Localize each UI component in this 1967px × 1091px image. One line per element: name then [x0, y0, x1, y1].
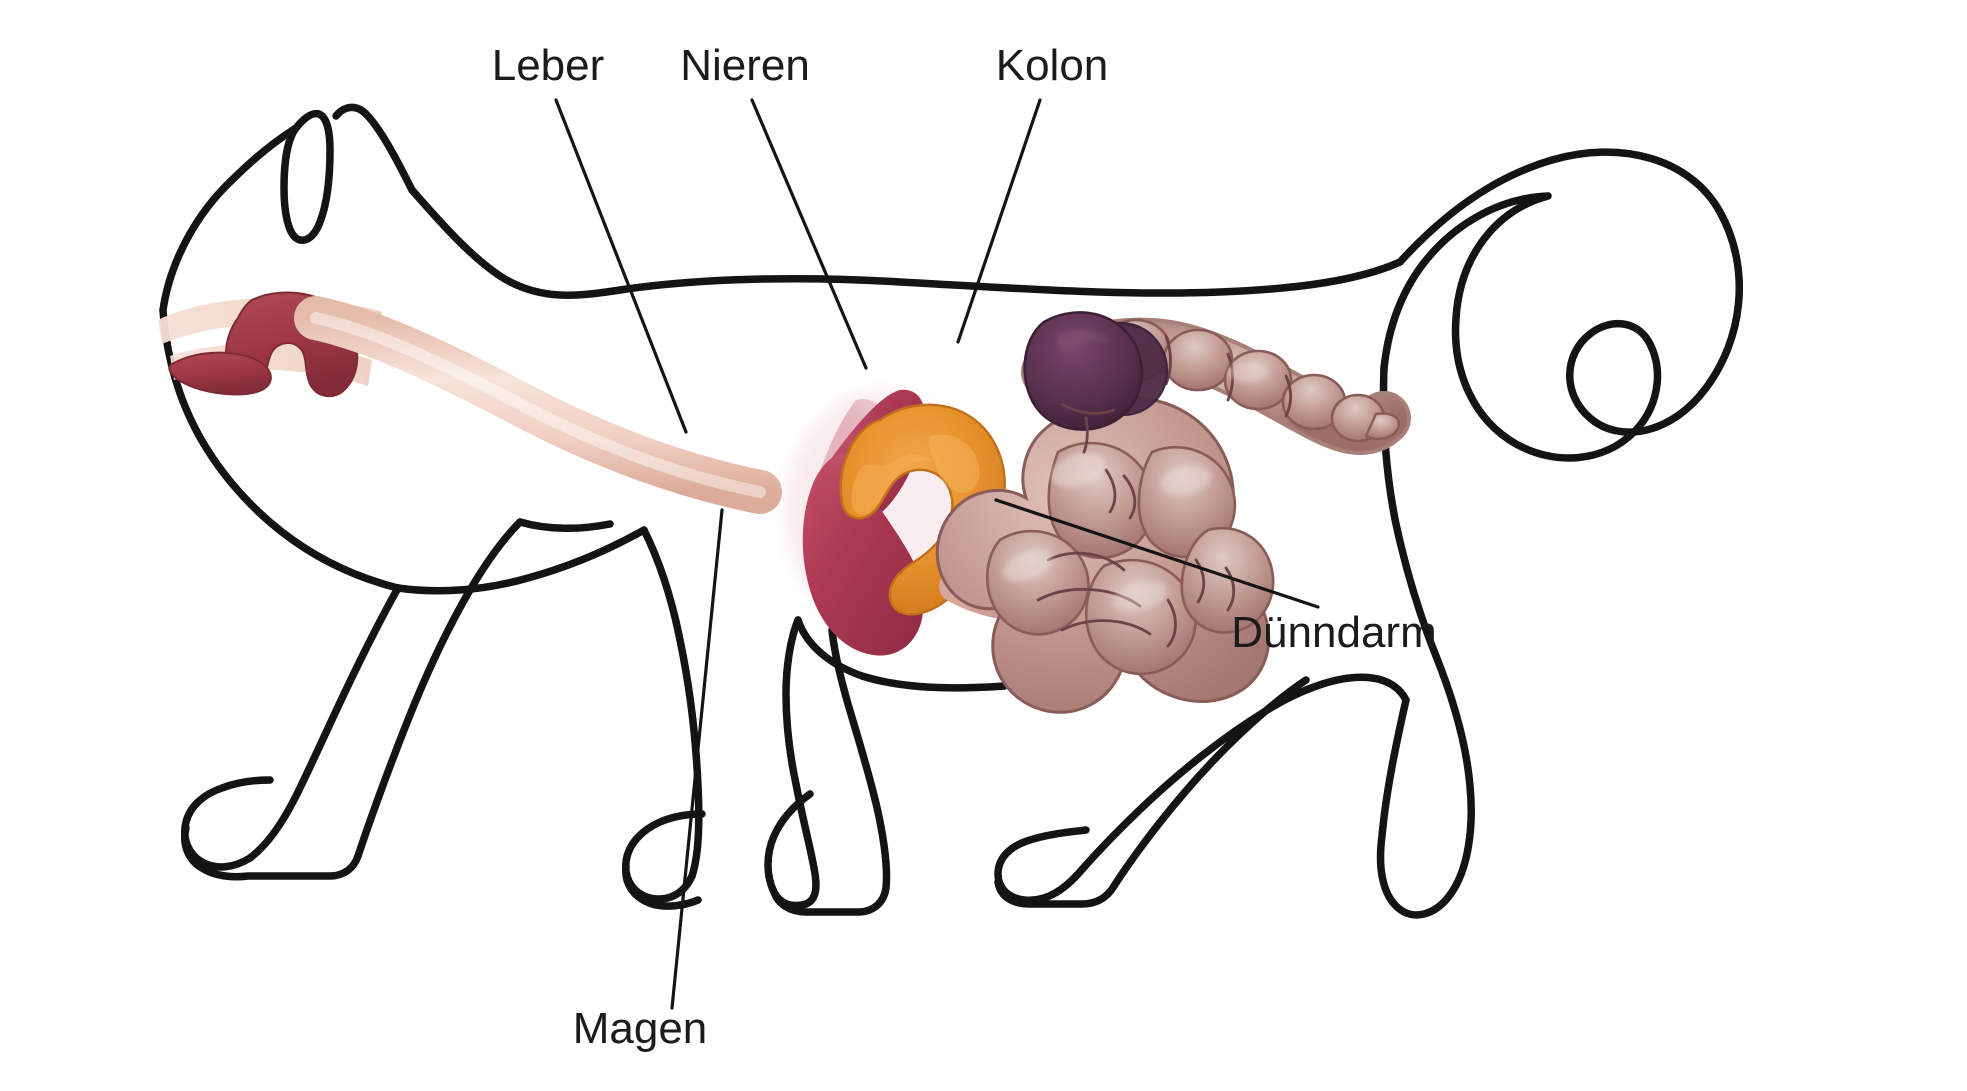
organ-kidneys[interactable]: [1023, 311, 1169, 454]
leader-nieren: [750, 98, 868, 370]
leader-kolon: [956, 98, 1042, 344]
organ-small-intestine[interactable]: [935, 395, 1275, 714]
organ-label-magen[interactable]: Magen: [573, 1004, 708, 1053]
leader-duenndarm: [994, 498, 1320, 609]
organ-label-duenndarm[interactable]: Dünndarm: [1231, 608, 1436, 657]
leader-leber: [554, 98, 688, 434]
organ-label-kolon[interactable]: Kolon: [996, 41, 1109, 90]
organ-label-leber[interactable]: Leber: [492, 41, 605, 90]
organ-label-nieren[interactable]: Nieren: [680, 41, 810, 90]
organ-esophagus: [294, 296, 782, 514]
leader-magen: [670, 508, 724, 1010]
leader-lines-group: [554, 98, 1320, 1010]
